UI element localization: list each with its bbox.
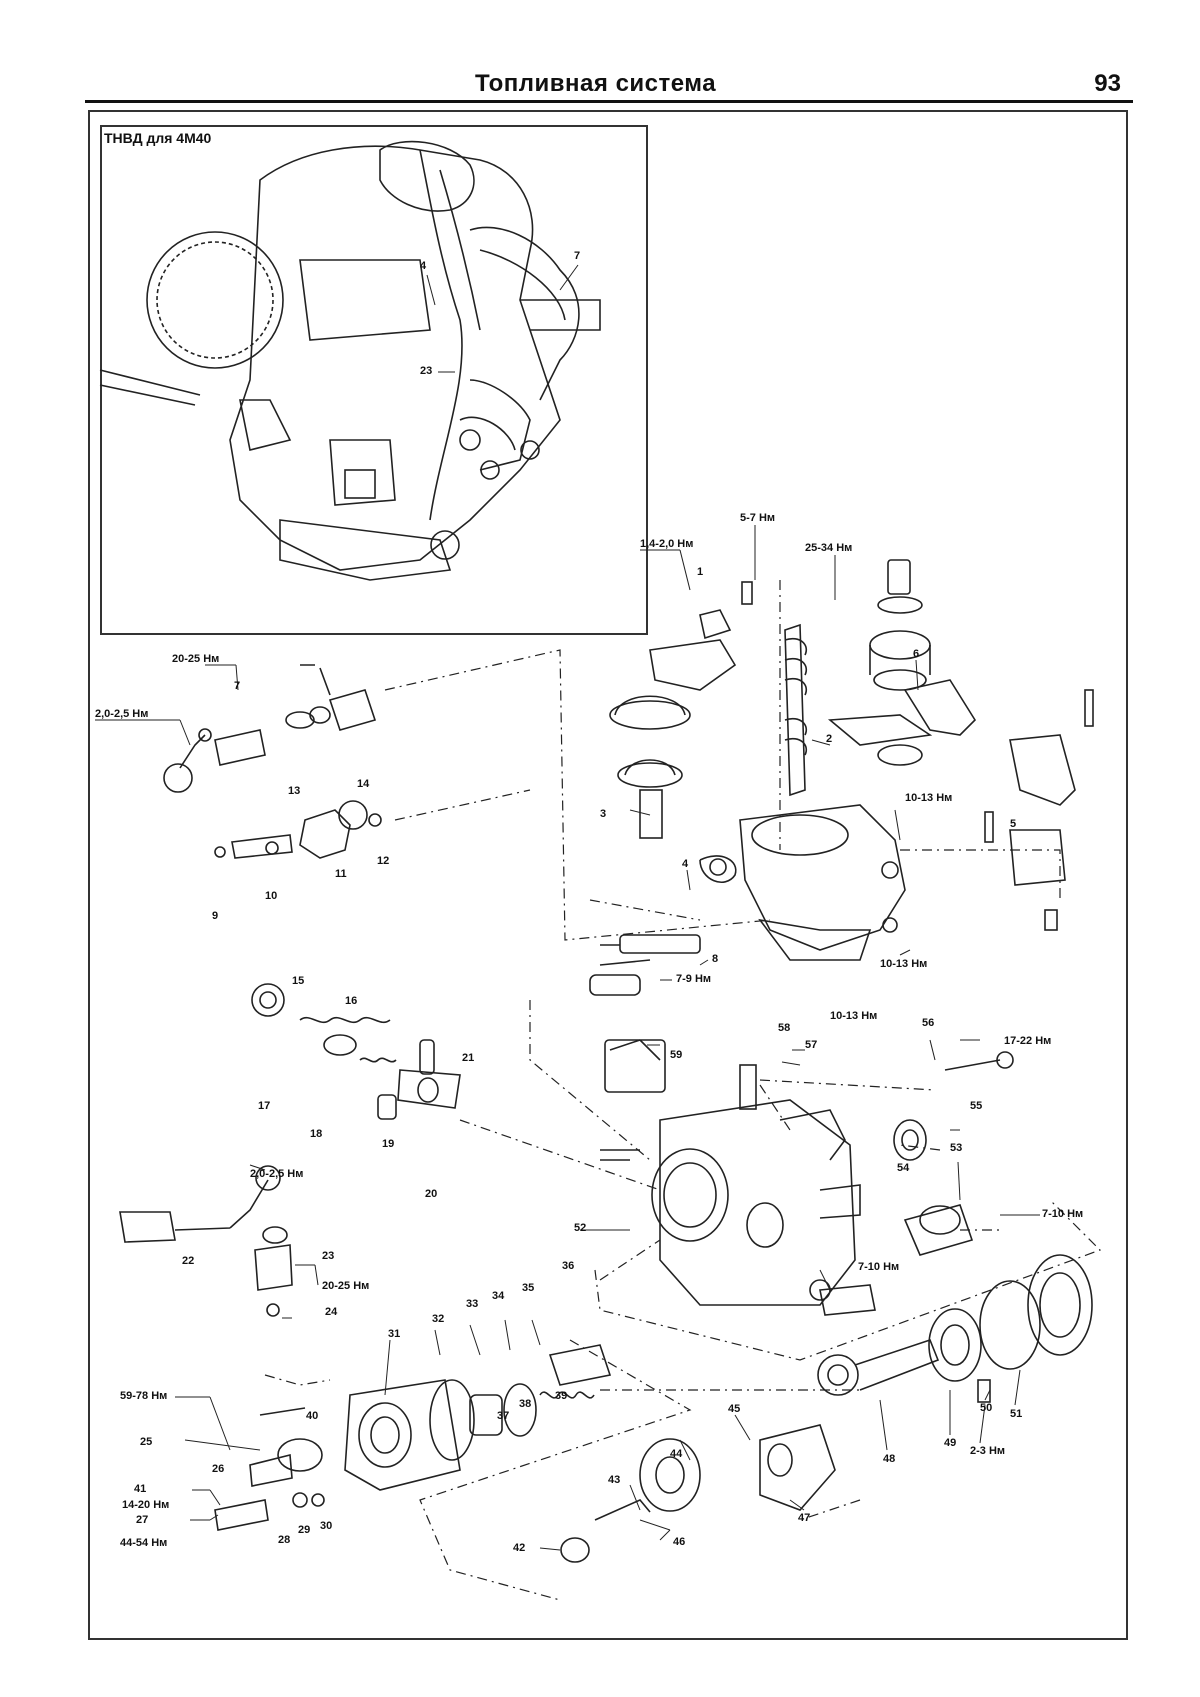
part-callout: 35 <box>522 1282 535 1294</box>
inset-callout-7: 7 <box>574 250 581 262</box>
part-callout: 32 <box>432 1313 445 1325</box>
part-callout: 28 <box>278 1534 291 1546</box>
part-callout: 26 <box>212 1463 225 1475</box>
torque-label: 2,0-2,5 Нм <box>95 708 149 720</box>
torque-label: 20-25 Нм <box>322 1280 370 1292</box>
part-callout: 59 <box>670 1049 683 1061</box>
torque-label: 1,4-2,0 Нм <box>640 538 694 550</box>
part-callout: 37 <box>497 1410 510 1422</box>
part-callout: 48 <box>883 1453 896 1465</box>
pump-body <box>600 1039 1014 1316</box>
part-callout: 9 <box>212 910 219 922</box>
torque-label: 10-13 Нм <box>880 958 928 970</box>
part-callout: 52 <box>574 1222 587 1234</box>
part-callout: 19 <box>382 1138 395 1150</box>
torque-label: 2,0-2,5 Нм <box>250 1168 304 1180</box>
torque-label: 7-9 Нм <box>676 973 712 985</box>
part-callout: 13 <box>288 785 301 797</box>
part-callout: 8 <box>712 953 719 965</box>
part-callout: 10 <box>265 890 278 902</box>
part-callout: 44 <box>670 1448 683 1460</box>
part-callout: 7 <box>234 680 241 692</box>
torque-label: 17-22 Нм <box>1004 1035 1052 1047</box>
inset-callout-23: 23 <box>420 365 433 377</box>
part-callout: 57 <box>805 1039 818 1051</box>
torque-label: 10-13 Нм <box>830 1010 878 1022</box>
part-callout: 56 <box>922 1017 935 1029</box>
torque-label: 44-54 Нм <box>120 1537 168 1549</box>
part-callout: 21 <box>462 1052 475 1064</box>
part-callout: 36 <box>562 1260 575 1272</box>
part-callout: 54 <box>897 1162 910 1174</box>
torque-label: 25-34 Нм <box>805 542 853 554</box>
part-callout: 46 <box>673 1536 686 1548</box>
part-callout: 41 <box>134 1483 147 1495</box>
part-callout: 12 <box>377 855 390 867</box>
part-callout: 40 <box>306 1410 319 1422</box>
part-callout: 23 <box>322 1250 335 1262</box>
torque-label: 14-20 Нм <box>122 1499 170 1511</box>
leader-lines <box>95 525 1040 1551</box>
part-callout: 47 <box>798 1512 811 1524</box>
part-callout: 27 <box>136 1514 149 1526</box>
part-callout: 31 <box>388 1328 401 1340</box>
torque-label: 7-10 Нм <box>858 1261 900 1273</box>
part-callout: 55 <box>970 1100 983 1112</box>
torque-label: 2-3 Нм <box>970 1445 1006 1457</box>
part-callout: 5 <box>1010 818 1017 830</box>
torque-label: 5-7 Нм <box>740 512 776 524</box>
left-assemblies <box>119 664 461 1317</box>
inset-callout-4: 4 <box>420 260 427 272</box>
part-callout: 4 <box>682 858 689 870</box>
part-callout: 58 <box>778 1022 791 1034</box>
torque-label: 20-25 Нм <box>172 653 220 665</box>
part-callout: 24 <box>325 1306 338 1318</box>
part-callout: 14 <box>357 778 370 790</box>
torque-label: 10-13 Нм <box>905 792 953 804</box>
part-callout: 49 <box>944 1437 957 1449</box>
part-callout: 1 <box>697 566 704 578</box>
part-callout: 42 <box>513 1542 526 1554</box>
part-callout: 11 <box>335 868 347 880</box>
part-callout: 45 <box>728 1403 741 1415</box>
part-callout: 51 <box>1010 1408 1023 1420</box>
torque-label: 59-78 Нм <box>120 1390 168 1402</box>
part-callout: 17 <box>258 1100 271 1112</box>
governor-parts <box>609 559 1094 931</box>
part-callout: 2 <box>826 733 833 745</box>
inset-leader-lines <box>426 264 579 373</box>
part-callout: 34 <box>492 1290 505 1302</box>
part-callout: 43 <box>608 1474 621 1486</box>
inset-title: ТНВД для 4M40 <box>104 130 212 146</box>
assembled-pump-illustration <box>99 140 601 581</box>
part-callout: 25 <box>140 1436 153 1448</box>
drive-assembly <box>214 1254 1093 1563</box>
part-callout: 3 <box>600 808 607 820</box>
part-callout: 16 <box>345 995 358 1007</box>
part-callout: 6 <box>913 648 920 660</box>
page-number: 93 <box>1094 70 1121 97</box>
part-callout: 33 <box>466 1298 479 1310</box>
page-title: Топливная система <box>475 70 717 97</box>
figure-frame <box>88 110 1128 1640</box>
part-callout: 39 <box>555 1390 568 1402</box>
part-callout: 15 <box>292 975 305 987</box>
inset-frame <box>100 125 648 635</box>
part-callout: 53 <box>950 1142 963 1154</box>
dashed-guide-lines <box>264 580 1102 1601</box>
part-callout: 50 <box>980 1402 993 1414</box>
torque-label: 7-10 Нм <box>1042 1208 1084 1220</box>
governor-housing <box>589 804 906 996</box>
part-callout: 18 <box>310 1128 323 1140</box>
part-callout: 20 <box>425 1188 438 1200</box>
part-callout: 30 <box>320 1520 333 1532</box>
part-callout: 22 <box>182 1255 195 1267</box>
part-callout: 38 <box>519 1398 532 1410</box>
part-callout: 29 <box>298 1524 311 1536</box>
page-header: Топливная система 93 <box>85 62 1133 103</box>
